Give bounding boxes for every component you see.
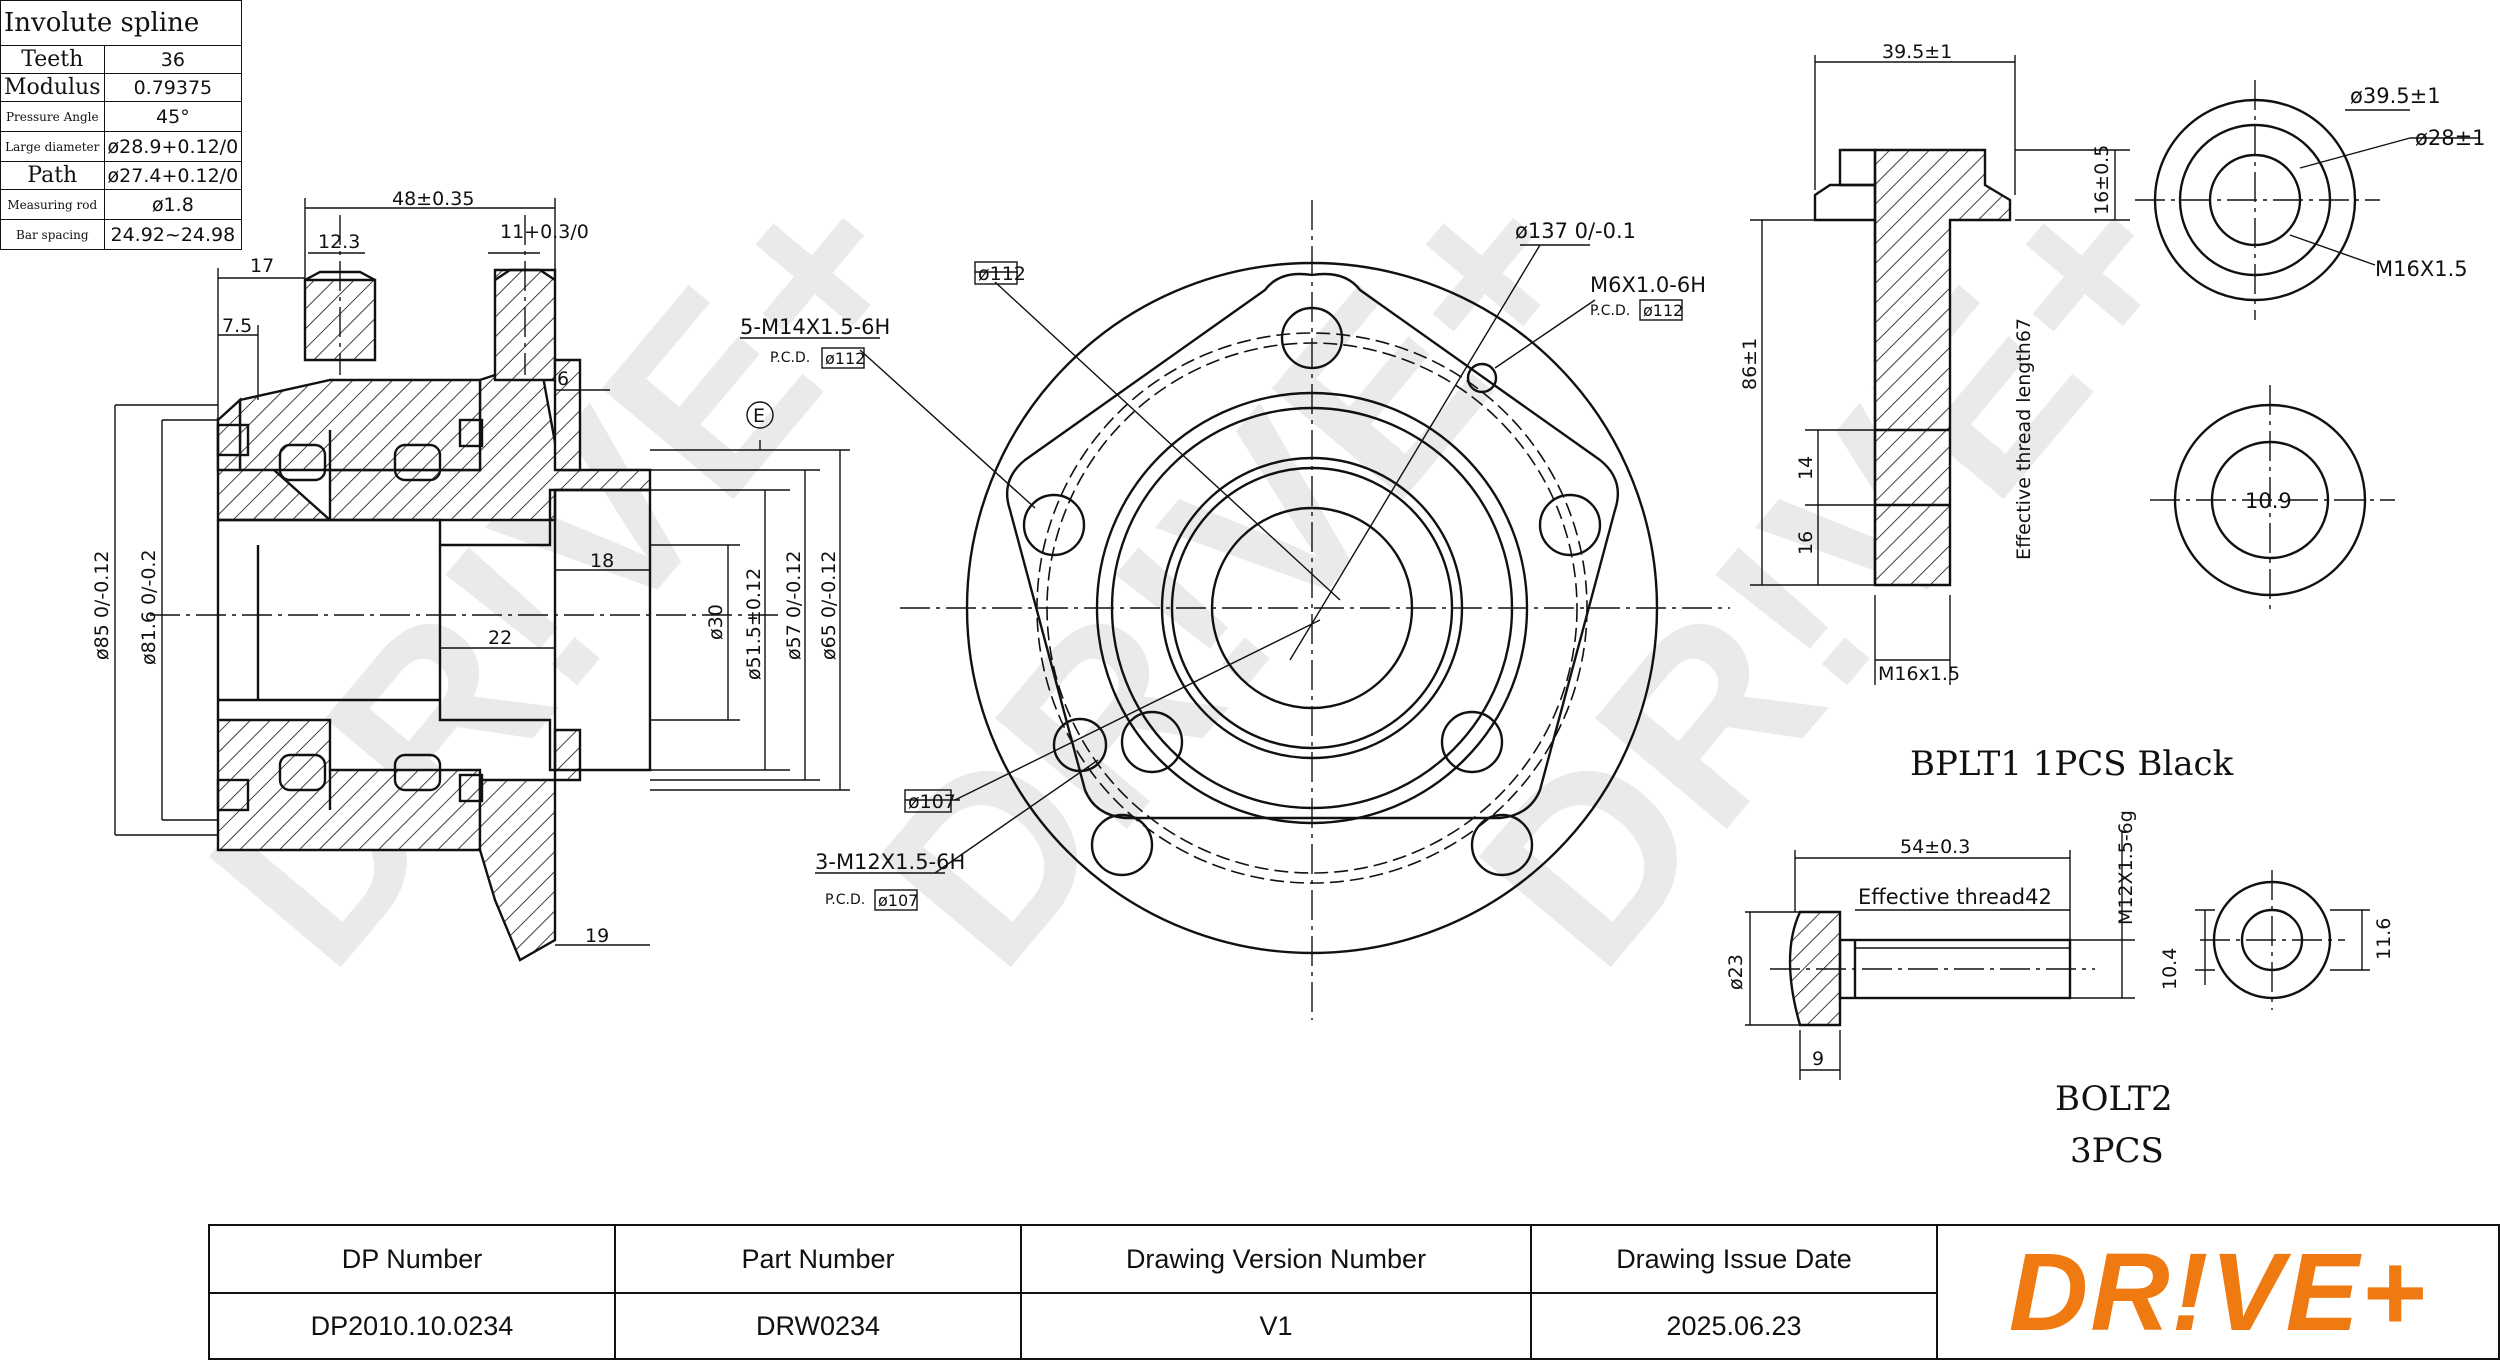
brand-logo: DR!VE+ xyxy=(1936,1224,2500,1360)
bolt1-dim-m16: M16x1.5 xyxy=(1878,663,1960,685)
title-block: DP Number Part Number Drawing Version Nu… xyxy=(208,1224,2500,1360)
value-issue-date: 2025.06.23 xyxy=(1530,1292,1938,1360)
spline-label-teeth: Teeth xyxy=(0,45,105,74)
label-pcd5: P.C.D. xyxy=(770,350,810,366)
dim-30: ø30 xyxy=(705,604,727,640)
dim-22: 22 xyxy=(488,627,512,649)
bolt1-caption: BPLT1 1PCS Black xyxy=(1910,744,2234,784)
bolt2-dim-11-6: 11.6 xyxy=(2373,918,2395,960)
spline-value-teeth: 36 xyxy=(103,45,243,74)
dim-18: 18 xyxy=(590,550,614,572)
label-pcd3: P.C.D. xyxy=(825,892,865,908)
hub-front-view: ø112 5-M14X1.5-6H P.C.D. ø112 ø137 0/-0.… xyxy=(740,200,1730,1020)
label-d107: ø107 xyxy=(908,791,956,813)
bolt1-dim-16: 16±0.5 xyxy=(2091,145,2113,215)
spline-value-large-diameter: ø28.9+0.12/0 xyxy=(103,131,243,162)
dim-11: 11+0.3/0 xyxy=(500,221,589,243)
label-pcd5-val: ø112 xyxy=(825,349,865,368)
label-thread5: 5-M14X1.5-6H xyxy=(740,315,890,339)
bolt1-dim-16b: 16 xyxy=(1795,531,1817,555)
bolt1-end-d28: ø28±1 xyxy=(2415,126,2486,150)
spline-label-bar-spacing: Bar spacing xyxy=(0,219,105,250)
spline-value-path: ø27.4+0.12/0 xyxy=(103,161,243,190)
dim-57: ø57 0/-0.12 xyxy=(783,551,805,661)
bolt1-dim-39-5: 39.5±1 xyxy=(1882,41,1952,63)
hub-section-view: 48±0.35 12.3 11+0.3/0 17 7.5 6 18 22 19 … xyxy=(91,188,850,962)
bolt2-view: 54±0.3 Effective thread42 M12X1.5-6g ø23… xyxy=(1725,810,2395,1171)
dim-48: 48±0.35 xyxy=(392,188,474,210)
value-part-number: DRW0234 xyxy=(614,1292,1022,1360)
bolt1-effective: Effective thread length67 xyxy=(2013,318,2035,560)
spline-value-bar-spacing: 24.92~24.98 xyxy=(103,219,243,250)
value-dp-number: DP2010.10.0234 xyxy=(208,1292,616,1360)
bolt1-dim-14: 14 xyxy=(1795,456,1817,480)
spline-value-pressure-angle: 45° xyxy=(103,101,243,132)
spline-label-measuring-rod: Measuring rod xyxy=(0,189,105,220)
dim-85: ø85 0/-0.12 xyxy=(91,551,113,661)
bolt1-end-m16: M16X1.5 xyxy=(2375,257,2468,281)
value-drawing-version: V1 xyxy=(1020,1292,1532,1360)
spline-label-modulus: Modulus xyxy=(0,73,105,102)
bolt2-dim-23: ø23 xyxy=(1725,954,1747,990)
spline-label-large-diameter: Large diameter xyxy=(0,131,105,162)
dim-81-6: ø81.6 0/-0.2 xyxy=(138,549,160,665)
bolt1-dim-86: 86±1 xyxy=(1739,338,1761,390)
spline-value-measuring-rod: ø1.8 xyxy=(103,189,243,220)
dim-19: 19 xyxy=(585,925,609,947)
label-pcd3-val: ø107 xyxy=(878,891,918,910)
label-thread3: 3-M12X1.5-6H xyxy=(815,850,965,874)
dim-65: ø65 0/-0.12 xyxy=(818,551,840,661)
spline-label-path: Path xyxy=(0,161,105,190)
dim-17: 17 xyxy=(250,255,274,277)
dim-51-5: ø51.5±0.12 xyxy=(743,568,765,680)
bolt1-view: 39.5±1 16±0.5 86±1 14 16 M16x1.5 Effecti… xyxy=(1739,41,2486,784)
spline-table-title: Involute spline xyxy=(0,0,243,46)
bolt2-dim-10-4: 10.4 xyxy=(2159,948,2181,990)
spline-label-pressure-angle: Pressure Angle xyxy=(0,101,105,132)
bolt2-effective: Effective thread42 xyxy=(1858,885,2052,909)
brand-logo-text: DR!VE+ xyxy=(2008,1230,2428,1354)
bolt2-caption-1: BOLT2 xyxy=(2055,1079,2173,1119)
datum-e: E xyxy=(753,405,765,427)
bolt2-dim-m12: M12X1.5-6g xyxy=(2115,810,2137,925)
header-issue-date: Drawing Issue Date xyxy=(1530,1224,1938,1294)
bolt2-dim-54: 54±0.3 xyxy=(1900,836,1970,858)
dim-12-3: 12.3 xyxy=(318,231,360,253)
label-d137: ø137 0/-0.1 xyxy=(1515,219,1636,243)
header-part-number: Part Number xyxy=(614,1224,1022,1294)
bolt1-end-d39: ø39.5±1 xyxy=(2350,84,2441,108)
header-drawing-version: Drawing Version Number xyxy=(1020,1224,1532,1294)
header-dp-number: DP Number xyxy=(208,1224,616,1294)
dim-7-5: 7.5 xyxy=(222,315,252,337)
bolt1-end-10-9: 10.9 xyxy=(2245,489,2292,513)
bolt2-dim-9: 9 xyxy=(1812,1048,1824,1070)
bolt2-caption-2: 3PCS xyxy=(2070,1131,2164,1171)
label-pcd-m6-val: ø112 xyxy=(1643,301,1683,320)
spline-value-modulus: 0.79375 xyxy=(103,73,243,102)
label-d112: ø112 xyxy=(978,263,1026,285)
label-pcd-m6: P.C.D. xyxy=(1590,303,1630,319)
dim-6: 6 xyxy=(557,368,569,390)
label-m6: M6X1.0-6H xyxy=(1590,273,1706,297)
